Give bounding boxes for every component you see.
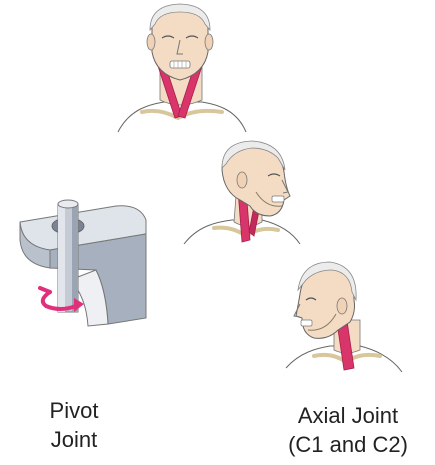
head-rotated-view	[184, 141, 300, 244]
head-front-view	[118, 4, 246, 132]
ear	[337, 298, 347, 314]
axial-label-line1: Axial Joint	[262, 401, 434, 430]
pivot-label-line1: Pivot	[28, 396, 120, 425]
teeth	[301, 320, 312, 326]
pivot-joint-label: Pivot Joint	[28, 396, 120, 454]
axial-joint-label: Axial Joint (C1 and C2)	[262, 401, 434, 459]
ear-left	[147, 34, 155, 50]
head-profile-view	[286, 262, 402, 372]
axial-label-line2: (C1 and C2)	[262, 430, 434, 459]
face	[152, 7, 208, 80]
teeth	[170, 61, 190, 68]
teeth	[272, 196, 284, 202]
ear	[237, 172, 247, 188]
pivot-pin-top	[58, 200, 78, 208]
pivot-label-line2: Joint	[28, 425, 120, 454]
pivot-joint-model	[20, 200, 146, 326]
ear-right	[205, 34, 213, 50]
